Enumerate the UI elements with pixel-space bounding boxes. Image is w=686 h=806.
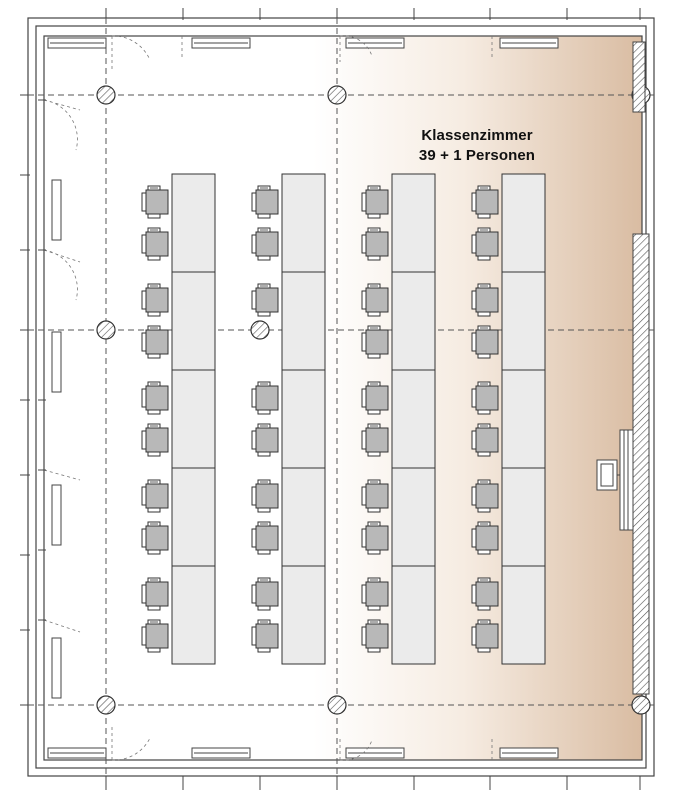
window-swings: [43, 35, 493, 761]
chair: [251, 521, 279, 555]
column-circle: [631, 695, 651, 715]
chair: [361, 381, 389, 415]
chair: [361, 521, 389, 555]
chair: [141, 325, 169, 359]
chair: [251, 479, 279, 513]
column-circle: [250, 320, 270, 340]
room-label: Klassenzimmer 39 + 1 Personen: [392, 126, 562, 166]
chair: [361, 227, 389, 261]
room-name: Klassenzimmer: [421, 127, 533, 144]
chair: [471, 577, 499, 611]
chair: [141, 479, 169, 513]
chair: [251, 381, 279, 415]
chair: [361, 423, 389, 457]
bottom-radiators: [47, 747, 559, 759]
chair: [361, 185, 389, 219]
chair: [471, 619, 499, 653]
table: [281, 271, 326, 371]
left-radiators: [51, 179, 62, 699]
chair: [251, 185, 279, 219]
top-ticks: [20, 8, 641, 790]
top-radiators: [47, 37, 559, 49]
table: [391, 271, 436, 371]
table: [281, 173, 326, 273]
chair: [141, 381, 169, 415]
chair: [361, 325, 389, 359]
column-circle: [96, 695, 116, 715]
chair: [361, 619, 389, 653]
column-circle: [96, 320, 116, 340]
chair: [471, 381, 499, 415]
table: [391, 173, 436, 273]
chair: [141, 185, 169, 219]
column-circle: [327, 695, 347, 715]
table: [391, 565, 436, 665]
chair: [141, 619, 169, 653]
room-capacity: 39 + 1 Personen: [418, 147, 536, 164]
table: [171, 173, 216, 273]
table: [501, 565, 546, 665]
structural-columns: [96, 85, 651, 715]
table: [501, 271, 546, 371]
teacher-desk: [596, 459, 620, 491]
chair: [251, 619, 279, 653]
chair: [141, 227, 169, 261]
table: [281, 467, 326, 567]
chair: [251, 423, 279, 457]
chair: [471, 479, 499, 513]
table: [171, 467, 216, 567]
table: [501, 467, 546, 567]
table: [391, 369, 436, 469]
chair: [361, 479, 389, 513]
column-circle: [327, 85, 347, 105]
chair: [361, 283, 389, 317]
chair: [361, 577, 389, 611]
left-wall-openings: [38, 99, 46, 621]
column-circle: [96, 85, 116, 105]
chair: [141, 521, 169, 555]
table: [281, 369, 326, 469]
table: [171, 565, 216, 665]
table: [281, 565, 326, 665]
table: [171, 271, 216, 371]
chair: [141, 423, 169, 457]
chair: [251, 283, 279, 317]
chair: [471, 185, 499, 219]
table: [171, 369, 216, 469]
chair: [471, 325, 499, 359]
chair: [471, 227, 499, 261]
chair: [251, 577, 279, 611]
chair: [141, 577, 169, 611]
table: [391, 467, 436, 567]
right-wall: [619, 41, 650, 695]
seating-area: [141, 173, 546, 665]
table: [501, 369, 546, 469]
chair: [251, 227, 279, 261]
chair: [471, 423, 499, 457]
table: [501, 173, 546, 273]
chair: [141, 283, 169, 317]
chair: [471, 283, 499, 317]
chair: [471, 521, 499, 555]
